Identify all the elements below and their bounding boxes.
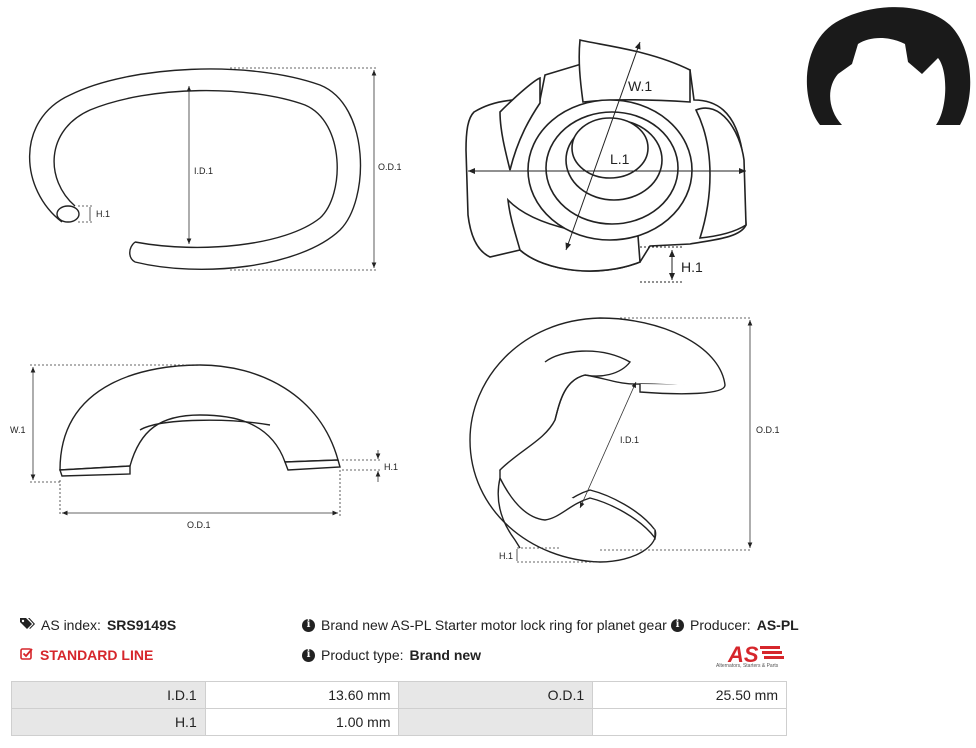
producer-label: Producer: — [690, 617, 751, 633]
info-icon: i — [302, 648, 315, 662]
tags-icon — [20, 617, 35, 633]
param-value: 13.60 mm — [204, 681, 400, 709]
table-row: H.1 1.00 mm — [11, 708, 787, 736]
ring-od-label: O.D.1 — [378, 162, 402, 172]
technical-drawings: I.D.1 O.D.1 H.1 W.1 L.1 H.1 — [10, 7, 971, 563]
side-od-label: O.D.1 — [187, 520, 211, 530]
eclip-od-label: O.D.1 — [756, 425, 780, 435]
side-h-label: H.1 — [384, 462, 398, 472]
description-text: Brand new AS-PL Starter motor lock ring … — [321, 617, 667, 633]
iso-w-label: W.1 — [628, 78, 652, 94]
eclip-drawing — [469, 317, 726, 563]
check-square-icon — [20, 647, 34, 663]
ring-photo — [806, 7, 971, 125]
param-key: O.D.1 — [398, 681, 594, 709]
iso-h-label: H.1 — [681, 259, 703, 275]
parameters-table: I.D.1 13.60 mm O.D.1 25.50 mm H.1 1.00 m… — [11, 681, 787, 736]
logo-subtitle: Alternators, Starters & Parts — [716, 663, 779, 669]
logo-text: AS — [727, 642, 759, 667]
info-icon: i — [671, 618, 684, 632]
param-value: 25.50 mm — [592, 681, 787, 709]
side-view-drawing — [59, 364, 341, 477]
product-type-label: Product type: — [321, 647, 404, 663]
standard-line-row: STANDARD LINE — [20, 647, 153, 663]
param-key: H.1 — [11, 708, 206, 736]
producer-value: AS-PL — [756, 617, 799, 633]
isometric-ring-drawing — [465, 38, 747, 272]
producer-row: i Producer: AS-PL — [671, 617, 799, 633]
param-value: 1.00 mm — [204, 708, 400, 736]
side-w-label: W.1 — [10, 425, 26, 435]
param-key: I.D.1 — [11, 681, 206, 709]
as-index-value: SRS9149S — [106, 617, 177, 633]
info-icon: i — [302, 618, 315, 632]
standard-line-label: STANDARD LINE — [40, 647, 154, 663]
iso-l-label: L.1 — [610, 151, 630, 167]
description-row: i Brand new AS-PL Starter motor lock rin… — [302, 617, 667, 633]
eclip-h-label: H.1 — [499, 551, 513, 561]
as-index-row: AS index: SRS9149S — [20, 617, 176, 633]
table-row: I.D.1 13.60 mm O.D.1 25.50 mm — [11, 681, 787, 709]
product-type-value: Brand new — [409, 647, 482, 663]
as-index-label: AS index: — [41, 617, 101, 633]
ring-h-label: H.1 — [96, 209, 110, 219]
ring-id-label: I.D.1 — [194, 166, 213, 176]
param-key — [398, 708, 594, 736]
param-value — [592, 708, 787, 736]
open-ring-drawing — [28, 68, 362, 270]
eclip-id-label: I.D.1 — [620, 435, 639, 445]
product-type-row: i Product type: Brand new — [302, 647, 481, 663]
as-pl-logo: AS — [727, 642, 784, 667]
